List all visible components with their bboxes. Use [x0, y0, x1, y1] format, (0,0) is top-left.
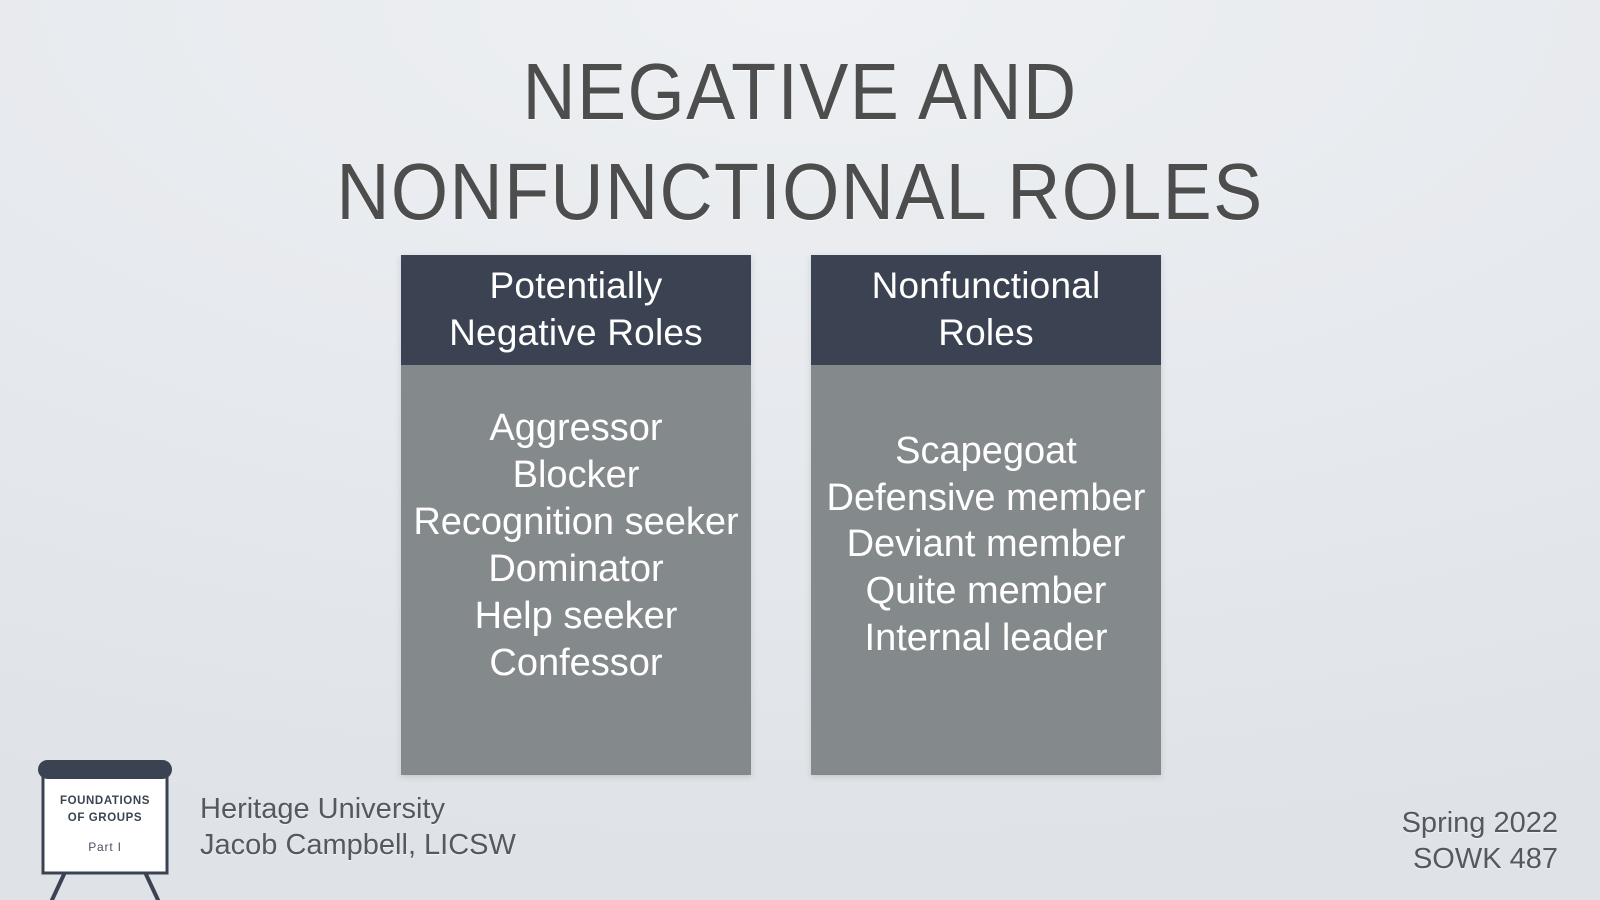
list-item: Quite member — [865, 570, 1107, 613]
logo-title-line-1: FOUNDATIONS — [60, 795, 150, 807]
list-item: Deviant member — [846, 523, 1126, 566]
list-item: Internal leader — [864, 616, 1108, 659]
footer-instructor: Jacob Campbell, LICSW — [200, 828, 516, 861]
footer-course-info: Spring 2022 SOWK 487 — [1402, 806, 1558, 878]
course-logo-easel: FOUNDATIONS OF GROUPS Part I — [30, 758, 180, 900]
footer-term: Spring 2022 — [1401, 807, 1558, 839]
page-title: NEGATIVE AND NONFUNCTIONAL ROLES — [64, 42, 1536, 242]
list-item: Recognition seeker — [413, 500, 739, 543]
footer-course-code: SOWK 487 — [1412, 842, 1558, 875]
list-item: Aggressor — [489, 407, 663, 449]
logo-subtitle: Part I — [88, 840, 121, 854]
list-item: Scapegoat — [895, 430, 1077, 472]
footer-university: Heritage University — [200, 793, 445, 825]
card-body-nonfunctional-roles: Scapegoat Defensive member Deviant membe… — [811, 365, 1161, 775]
logo-title-line-2: OF GROUPS — [68, 812, 142, 824]
easel-icon: FOUNDATIONS OF GROUPS Part I — [38, 760, 172, 900]
page-title-line-1: NEGATIVE AND — [522, 47, 1078, 136]
card-nonfunctional-roles: Nonfunctional Roles Scapegoat Defensive … — [811, 255, 1161, 775]
card-header-potentially-negative-roles: Potentially Negative Roles — [401, 255, 751, 365]
card-potentially-negative-roles: Potentially Negative Roles Aggressor Blo… — [401, 255, 751, 775]
list-item: Dominator — [488, 547, 664, 590]
card-header-nonfunctional-roles: Nonfunctional Roles — [811, 255, 1161, 365]
list-item: Blocker — [512, 453, 640, 496]
card-body-potentially-negative-roles: Aggressor Blocker Recognition seeker Dom… — [401, 365, 751, 775]
list-item: Defensive member — [826, 476, 1146, 519]
page-title-line-2: NONFUNCTIONAL ROLES — [336, 147, 1264, 236]
footer-affiliation: Heritage University Jacob Campbell, LICS… — [200, 792, 516, 864]
list-item: Help seeker — [474, 594, 678, 637]
list-item: Confessor — [489, 641, 663, 684]
